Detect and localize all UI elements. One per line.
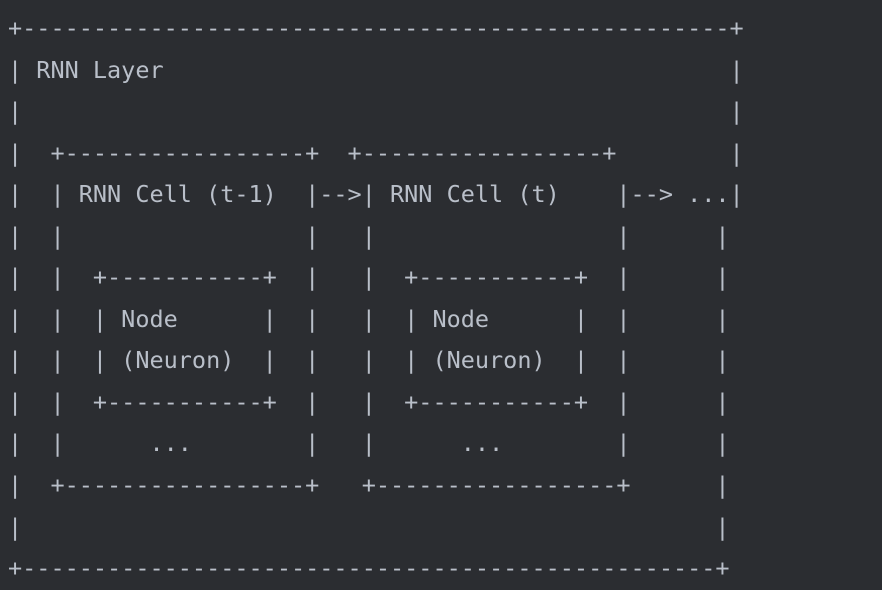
- ascii-line-cell-inner-blank: | | | | | |: [8, 221, 730, 250]
- ascii-line-bottom-border: +---------------------------------------…: [8, 554, 730, 583]
- ascii-line-cell-bottom-borders: | +-----------------+ +-----------------…: [8, 471, 730, 500]
- ascii-line-node-sublabel: | | | (Neuron) | | | | (Neuron) | | |: [8, 346, 730, 375]
- ascii-line-node-top-borders: | | +-----------+ | | +-----------+ | |: [8, 263, 730, 292]
- ascii-line-node-label: | | | Node | | | | Node | | |: [8, 304, 730, 333]
- ascii-line-cell-titles: | | RNN Cell (t-1) |-->| RNN Cell (t) |-…: [8, 180, 744, 209]
- ascii-line-cell-top-borders: | +-----------------+ +-----------------…: [8, 138, 744, 167]
- ascii-line-blank-upper: | |: [8, 97, 744, 126]
- ascii-line-layer-title: | RNN Layer |: [8, 55, 744, 84]
- ascii-line-blank-lower: | |: [8, 512, 730, 541]
- ascii-line-node-bottom-borders: | | +-----------+ | | +-----------+ | |: [8, 387, 730, 416]
- ascii-line-top-border: +---------------------------------------…: [8, 14, 744, 42]
- ascii-line-node-ellipsis: | | ... | | ... | |: [8, 429, 730, 458]
